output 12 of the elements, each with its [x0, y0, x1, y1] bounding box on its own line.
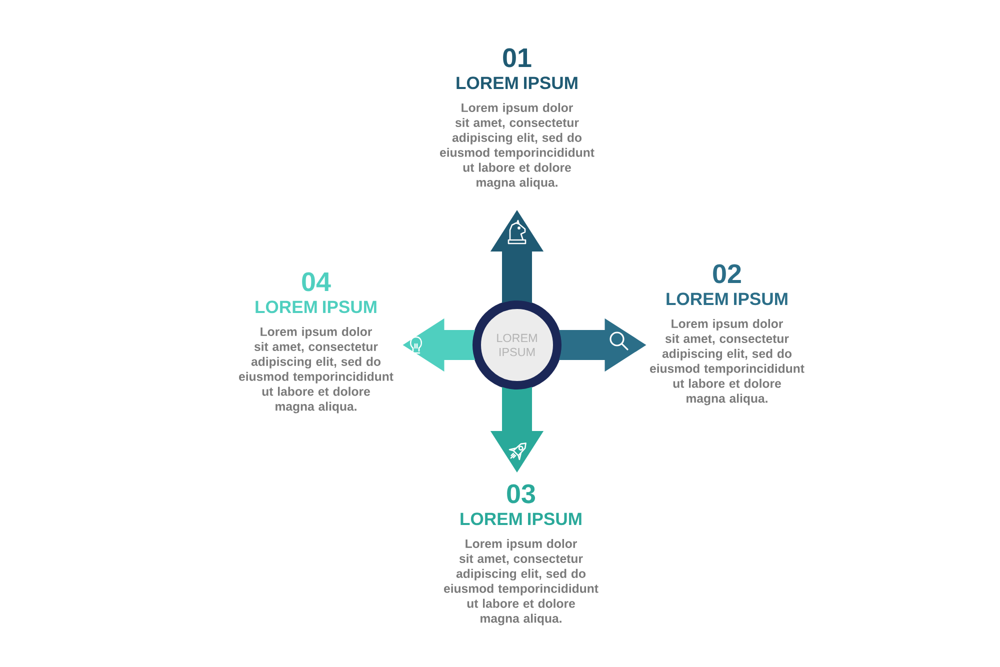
step-number: 04 — [302, 272, 331, 292]
body-text: Lorem ipsum dolor sit amet, consectetur adipiscing elit, sed do eiusmod temporincididunt ut labore et dolore magna aliqua. — [440, 103, 594, 190]
heading: LOREM IPSUM — [460, 512, 582, 526]
heading: LOREM IPSUM — [456, 76, 578, 90]
heading: LOREM IPSUM — [666, 292, 788, 306]
step-number: 03 — [507, 484, 536, 504]
body-text: Lorem ipsum dolor sit amet, consectetur adipiscing elit, sed do eiusmod temporincididunt ut labore et dolore magna aliqua. — [444, 539, 598, 626]
body-text: Lorem ipsum dolor sit amet, consectetur adipiscing elit, sed do eiusmod temporincididunt ut labore et dolore magna aliqua. — [650, 319, 804, 406]
step-number: 02 — [713, 264, 741, 284]
heading: LOREM IPSUM — [256, 300, 376, 314]
body-text: Lorem ipsum dolor sit amet, consectetur adipiscing elit, sed do eiusmod temporincididunt ut labore et dolore magna aliqua. — [239, 327, 394, 414]
step-number: 01 — [503, 48, 532, 68]
